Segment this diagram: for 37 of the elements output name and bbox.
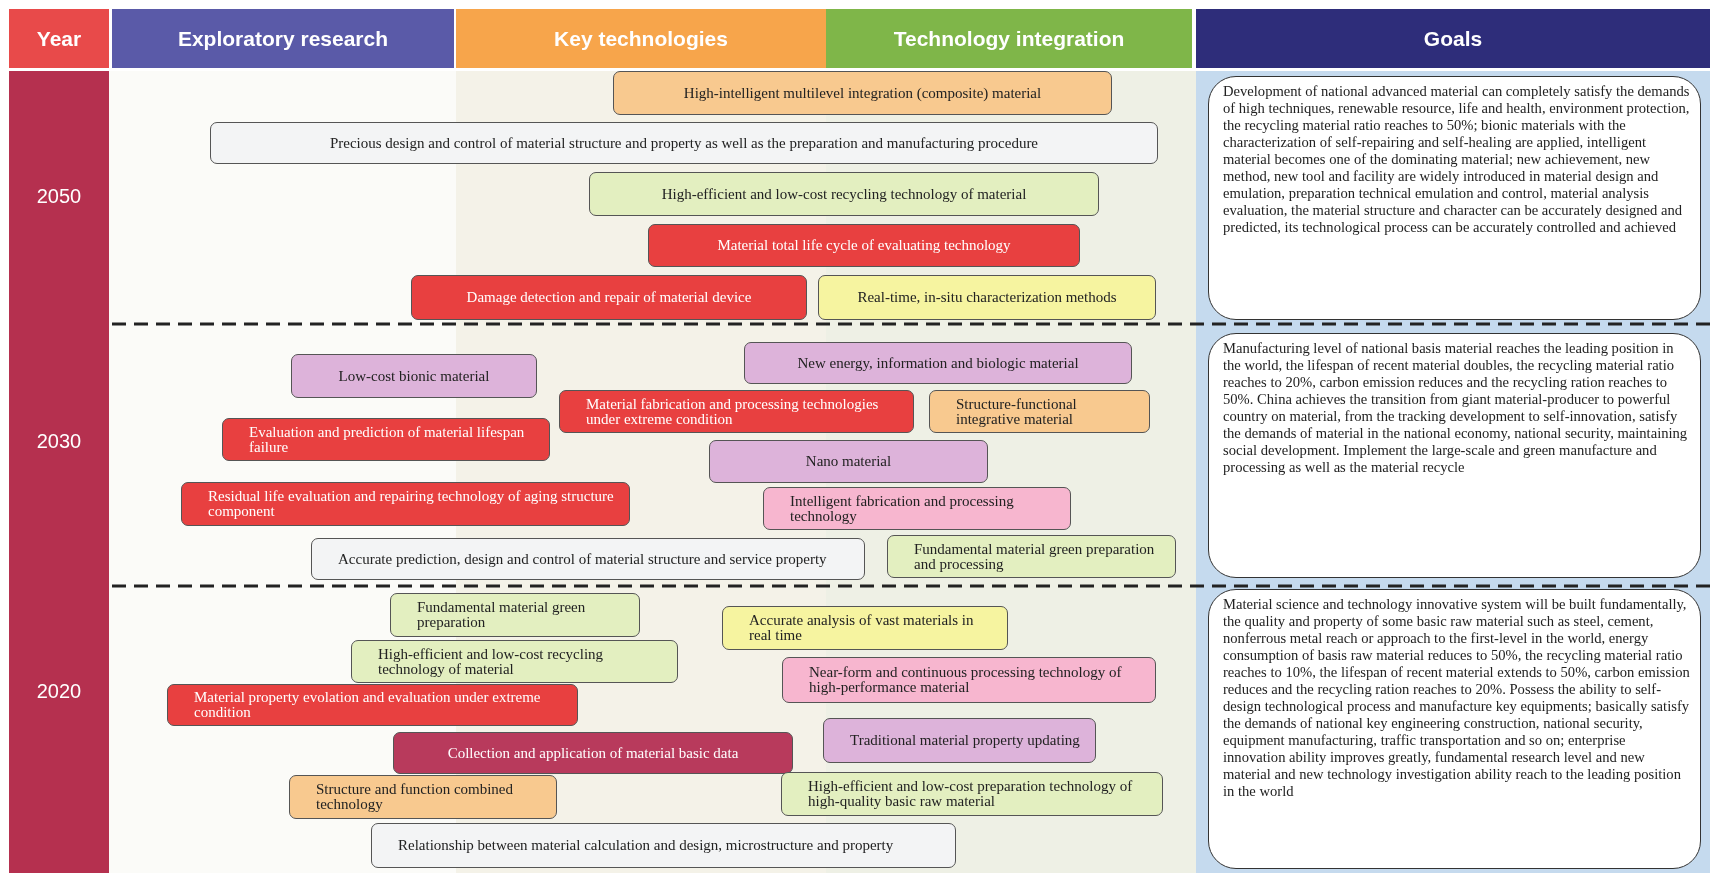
technology-box: Real-time, in-situ characterization methods	[818, 275, 1156, 320]
technology-box: Low-cost bionic material	[291, 354, 537, 398]
goal-box: Development of national advanced material can completely satisfy the demands of high techniques, renewable resource, life and health, environment protection, the recycling material ratio reaches to 50%; bionic materials with the characterization of self-repairing and self-healing are applied, intelligent material becomes one of the dominating material; new achievement, new method, new tool and facility are widely introduced in material design and emulation, preparation technical emulation and control, material analysis evaluation, the material structure and character can be accurately designed and predicted, its technological process can be accurately controlled and achieved	[1208, 76, 1701, 320]
technology-box: High-efficient and low-cost recycling technology of material	[589, 172, 1099, 216]
goal-box: Material science and technology innovative system will be built fundamentally, the quality and property of some basic raw material such as steel, cement, nonferrous metal reach or approach to the first-level in the world, energy consumption of basis raw material reduces to 50%, the recycling material ratio reaches to 10%, the lifespan of recent material extends to 50%, carbon emission reduces and the recycling ration reaches to 20%. Possess the ability to self-design technological process and manufacture key equipments; basically satisfy the demands of national key engineering construction, national security, equipment manufacturing, traffic transportation and so on; enterprise innovation ability improves greatly, fundamental research level and new material and new technology investigation ability reach to the leading position in the world	[1208, 589, 1701, 869]
technology-box: Structure-functional integrative material	[929, 390, 1150, 433]
technology-box: Evaluation and prediction of material lifespan failure	[222, 418, 550, 461]
technology-box: Collection and application of material basic data	[393, 732, 793, 774]
technology-box: Residual life evaluation and repairing technology of aging structure component	[181, 482, 630, 526]
technology-box: High-intelligent multilevel integration (composite) material	[613, 71, 1112, 115]
year-label: 2020	[35, 680, 83, 703]
technology-box: Precious design and control of material structure and property as well as the preparation and manufacturing procedure	[210, 122, 1158, 164]
technology-box: Nano material	[709, 440, 988, 483]
technology-box: Material property evolation and evaluation under extreme condition	[167, 684, 578, 726]
header-cell: Goals	[1196, 9, 1710, 68]
technology-box: Accurate analysis of vast materials in real time	[722, 606, 1008, 650]
technology-box: Relationship between material calculation and design, microstructure and property	[371, 823, 956, 868]
header-cell: Exploratory research	[112, 9, 454, 68]
technology-box: High-efficient and low-cost recycling technology of material	[351, 640, 678, 683]
year-label: 2050	[35, 185, 83, 208]
technology-box: New energy, information and biologic material	[744, 342, 1132, 384]
technology-box: Structure and function combined technology	[289, 775, 557, 819]
technology-box: Traditional material property updating	[823, 718, 1096, 763]
technology-box: Material total life cycle of evaluating technology	[648, 224, 1080, 267]
header-cell: Key technologies	[456, 9, 826, 68]
year-label: 2030	[35, 430, 83, 453]
technology-box: Near-form and continuous processing technology of high-performance material	[782, 657, 1156, 703]
technology-box: Accurate prediction, design and control of material structure and service property	[311, 538, 865, 580]
technology-box: Intelligent fabrication and processing technology	[763, 487, 1071, 530]
technology-box: Material fabrication and processing technologies under extreme condition	[559, 390, 914, 433]
technology-box: High-efficient and low-cost preparation technology of high-quality basic raw material	[781, 772, 1163, 816]
goal-box: Manufacturing level of national basis material reaches the leading position in the world, the lifespan of recent material doubles, the recycling material ratio reaches to 20%, carbon emission reduces and the recycling ration reaches to 50%. China achieves the transition from giant material-producer to powerful country on material, from the tracking development to self-innovation, satisfy the demands of material in the national economy, national security, maintaining social development. Implement the large-scale and green manufacture and processing as well as the material recycle	[1208, 333, 1701, 578]
technology-box: Fundamental material green preparation and processing	[887, 535, 1176, 578]
technology-box: Damage detection and repair of material device	[411, 275, 807, 320]
header-cell: Year	[9, 9, 109, 68]
header-cell: Technology integration	[826, 9, 1192, 68]
technology-box: Fundamental material green preparation	[390, 593, 640, 637]
